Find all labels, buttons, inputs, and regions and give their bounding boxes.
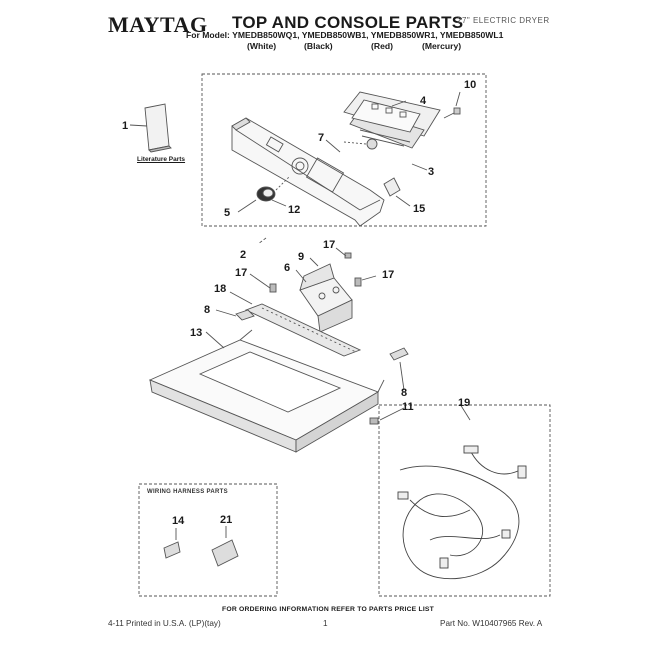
page-number: 1 [323, 619, 328, 628]
callout-5: 5 [224, 207, 230, 219]
literature-caption: Literature Parts [137, 156, 186, 163]
callout-17: 17 [235, 267, 247, 279]
part-number: Part No. W10407965 Rev. A [440, 619, 543, 628]
console-bracket [299, 263, 353, 333]
callout-14: 14 [172, 515, 185, 527]
screw-10 [443, 107, 461, 119]
callout-13: 13 [190, 327, 202, 339]
encoder-part [343, 138, 378, 150]
callout-1: 1 [122, 120, 128, 132]
callout-7: 7 [318, 132, 324, 144]
callout-11: 11 [402, 401, 414, 413]
callout-19: 19 [458, 397, 470, 409]
callout-12: 12 [288, 204, 300, 216]
ordering-banner: FOR ORDERING INFORMATION REFER TO PARTS … [222, 606, 435, 613]
wire-harness [397, 445, 527, 580]
control-knob [256, 175, 291, 202]
harness-part-14 [163, 528, 181, 559]
harness-part-21 [211, 526, 239, 567]
callout-21: 21 [220, 514, 232, 526]
color-white: (White) [247, 41, 277, 51]
callout-4: 4 [420, 95, 427, 107]
callout-10: 10 [464, 79, 476, 91]
callout-2: 2 [240, 249, 246, 261]
wiring-harness-box [378, 404, 551, 597]
color-mercury: (Mercury) [422, 41, 462, 51]
console-group-box [201, 73, 487, 227]
document-type: 27" ELECTRIC DRYER [457, 16, 550, 25]
control-board-assembly [343, 91, 441, 149]
clip-11 [369, 417, 379, 425]
rear-rail [244, 303, 362, 357]
callout-18: 18 [214, 283, 226, 295]
callout-17: 17 [382, 269, 394, 281]
callout-8: 8 [401, 387, 407, 399]
page-title: TOP AND CONSOLE PARTS [232, 13, 464, 32]
print-info: 4-11 Printed in U.S.A. (LP)(tay) [108, 619, 221, 628]
callout-6: 6 [284, 262, 290, 274]
harness-parts-heading: WIRING HARNESS PARTS [147, 489, 228, 495]
console-panel [231, 117, 385, 245]
end-cap-15 [383, 177, 401, 197]
color-red: (Red) [371, 41, 393, 51]
dryer-top [148, 329, 385, 453]
callout-17: 17 [323, 239, 335, 251]
model-numbers: For Model: YMEDB850WQ1, YMEDB850WB1, YME… [186, 30, 504, 40]
literature-parts-booklet [129, 103, 172, 153]
color-black: (Black) [304, 41, 333, 51]
seal-strips [235, 309, 409, 361]
brand-logo: MAYTAG [108, 12, 208, 37]
callout-9: 9 [298, 251, 304, 263]
callout-15: 15 [413, 203, 425, 215]
harness-parts-box [138, 483, 278, 597]
callout-8: 8 [204, 304, 210, 316]
callout-3: 3 [428, 166, 434, 178]
